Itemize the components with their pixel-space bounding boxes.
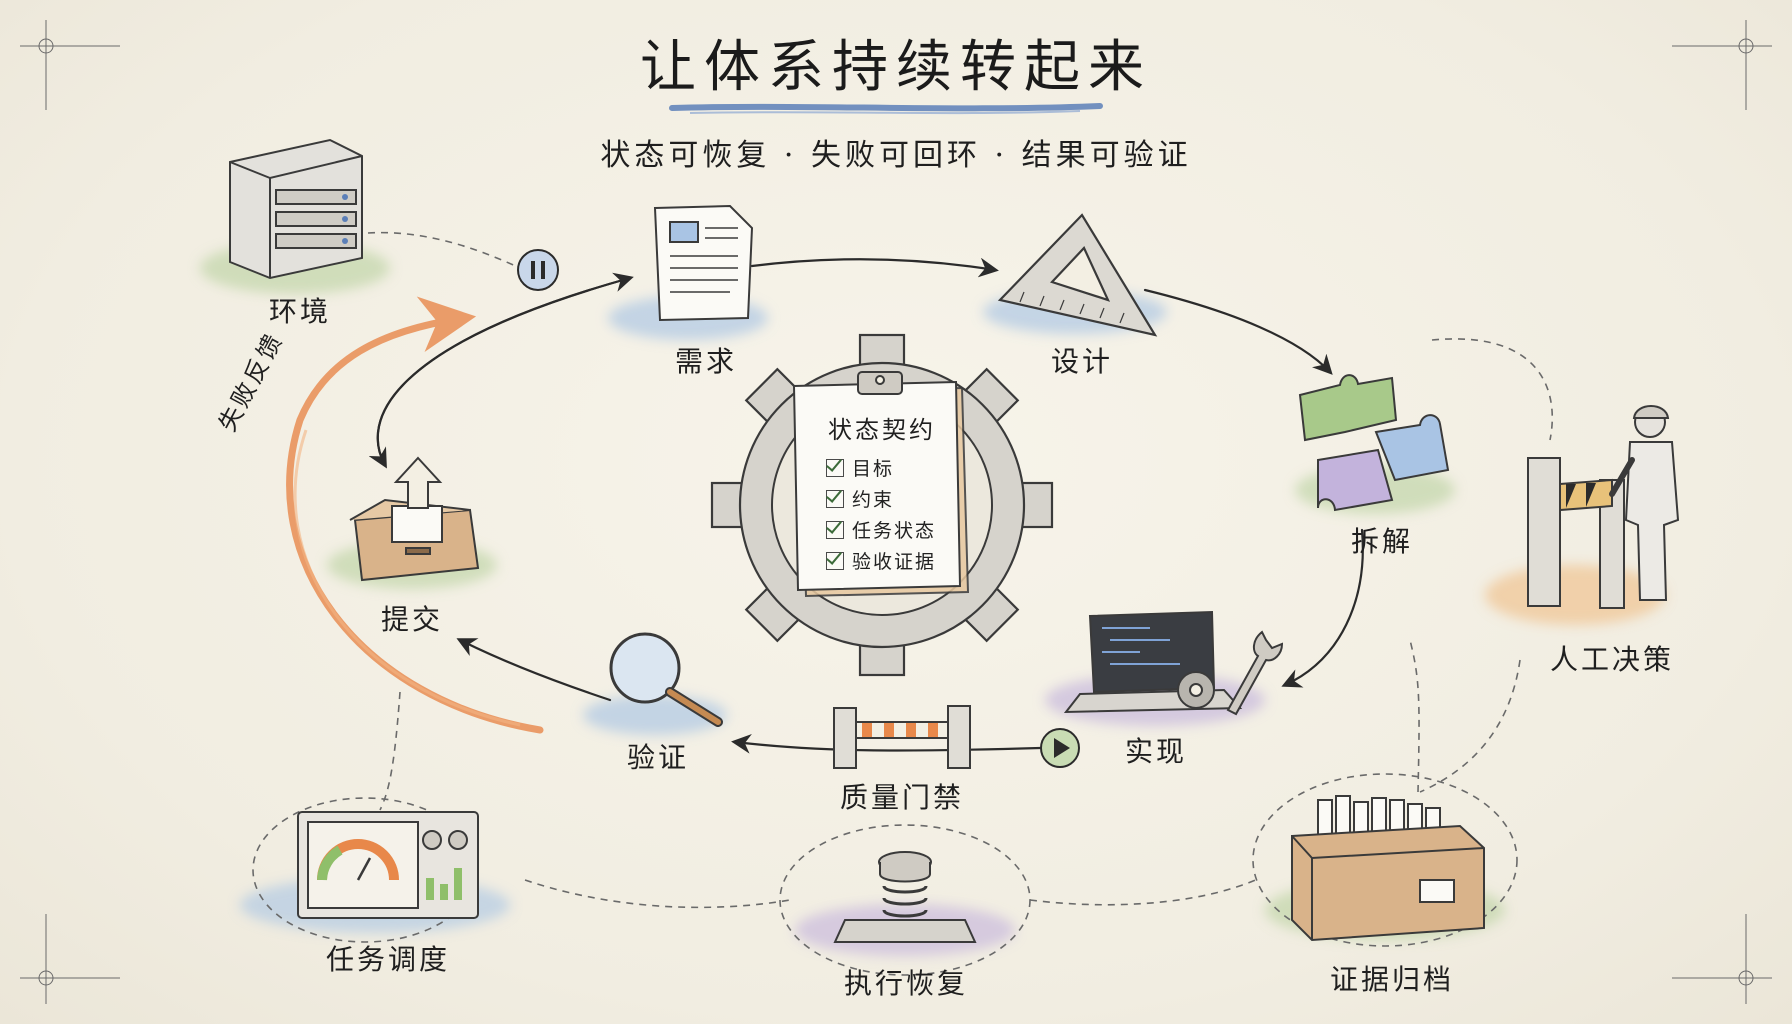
human-decision-gate-icon [1527,405,1680,609]
checked-box-icon [826,489,844,508]
task-dashboard-icon [297,811,479,919]
spring-recovery-icon [833,851,977,943]
cycle-arrows [368,257,1364,754]
pause-badge-icon [517,249,559,291]
requirement-document-icon [653,204,754,322]
implement-label: 实现 [1124,735,1188,768]
dashed-connectors [252,231,1554,976]
human-decision-label: 人工决策 [1549,643,1675,676]
checked-box-icon [826,520,844,539]
contract-item-label: 约束 [852,489,895,511]
requirement-label: 需求 [674,345,738,378]
triangle-ruler-icon [997,213,1158,337]
page-subtitle: 状态可恢复 · 失败可回环 · 结果可验证 [600,138,1192,173]
quality-gate-barrier-icon [833,705,971,769]
checked-box-icon [826,551,844,570]
verify-label: 验证 [626,741,690,774]
task-scheduling-label: 任务调度 [325,943,451,976]
magnifier-icon [609,632,723,727]
contract-item-label: 任务状态 [852,520,937,542]
evidence-archive-label: 证据归档 [1329,963,1455,996]
corner-marks [20,20,1772,1004]
play-badge-icon [1040,728,1080,768]
server-rack-icon [229,138,363,280]
contract-item-label: 验收证据 [852,551,937,573]
puzzle-pieces-icon [1298,374,1450,512]
environment-label: 环境 [268,295,332,328]
laptop-icon [1063,610,1243,714]
contract-item-label: 目标 [852,458,895,480]
contract-item: 约束 [826,485,894,512]
gear-wrench-icon [1177,630,1284,716]
design-label: 设计 [1050,345,1114,378]
contract-item: 任务状态 [826,516,936,543]
page-title: 让体系持续转起来 [640,35,1152,100]
contract-item: 验收证据 [826,547,936,574]
quality-gate-label: 质量门禁 [839,781,965,814]
contract-item: 目标 [826,454,894,481]
decompose-label: 拆解 [1350,525,1414,558]
checked-box-icon [826,458,844,477]
execution-recovery-label: 执行恢复 [843,967,969,1000]
submit-label: 提交 [380,603,444,636]
title-underline [669,103,1103,112]
evidence-archive-box-icon [1291,795,1485,942]
submit-box-icon [349,456,480,582]
state-contract-title: 状态契约 [828,416,936,444]
